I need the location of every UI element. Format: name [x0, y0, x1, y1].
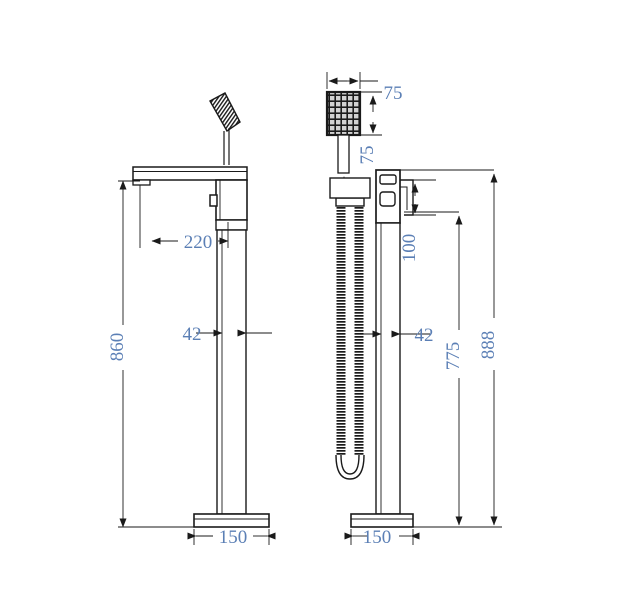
- dim-spout-projection-right: 100: [399, 234, 420, 263]
- base-plate-left: [193, 513, 270, 528]
- lever-handle-icon: [209, 92, 241, 165]
- dim-overall-height-right: 888: [478, 331, 499, 360]
- spout-body: [132, 166, 248, 186]
- dim-spout-projection: 220: [184, 232, 213, 253]
- shower-head: [325, 90, 362, 174]
- dim-handshower-bracket-height: 775: [443, 342, 464, 371]
- dim-shower-head-height: 75: [357, 146, 378, 165]
- column-left: [216, 229, 247, 515]
- shower-hose: [335, 197, 365, 480]
- base-plate-right: [350, 513, 414, 528]
- left-view-dimensions: [118, 180, 276, 545]
- dim-base-width-right: 150: [363, 527, 392, 548]
- column-right: [375, 222, 401, 515]
- dim-shower-head-width: 75: [384, 83, 403, 104]
- right-view-geometry: [325, 90, 414, 528]
- dimension-labels: 220 42 860 150 75 75 100 42 775 888 150: [107, 83, 499, 548]
- left-view-geometry: [132, 92, 270, 528]
- dim-base-width-left: 150: [219, 527, 248, 548]
- dim-column-width-right: 42: [415, 325, 434, 346]
- valve-body: [209, 179, 248, 231]
- dim-column-width-left: 42: [183, 324, 202, 345]
- spout-right: [400, 179, 414, 216]
- hose-outlet-plate: [329, 177, 371, 199]
- dim-overall-height-left: 860: [107, 333, 128, 362]
- mixer-body-right: [375, 169, 401, 224]
- right-view-dimensions: [326, 72, 502, 545]
